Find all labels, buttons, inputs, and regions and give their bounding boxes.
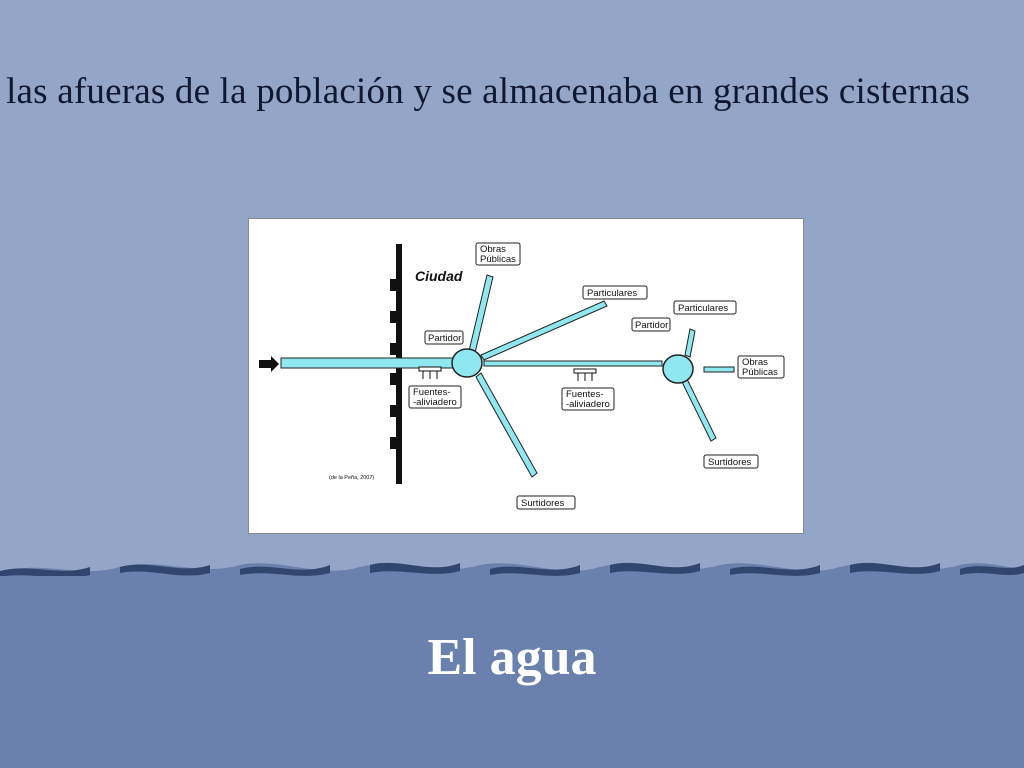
- water-distribution-diagram: Ciudad Obras Públicas Particulares Parti…: [248, 218, 804, 534]
- obras-publicas-top-line1: Obras: [480, 244, 506, 255]
- diagram-citation: (de la Peña, 2007): [329, 475, 374, 481]
- partidor-1-node: [451, 348, 483, 378]
- wall-crenellations: [390, 279, 397, 449]
- pipes: [280, 274, 735, 478]
- obras-publicas-right-line2: Públicas: [742, 367, 778, 378]
- surtidores-1-label: Surtidores: [521, 498, 565, 509]
- fuentes-2-line1: Fuentes-: [566, 389, 604, 400]
- slide-title: El agua: [427, 629, 597, 686]
- obras-publicas-top-line2: Públicas: [480, 254, 516, 265]
- surtidores-2-label: Surtidores: [708, 457, 752, 468]
- particulares-2-label: Particulares: [678, 303, 728, 314]
- fuentes-1-line1: Fuentes-: [413, 387, 451, 398]
- diagram-svg: Ciudad Obras Públicas Particulares Parti…: [259, 242, 785, 510]
- title-band: [0, 576, 1024, 768]
- fuentes-2-line2: -aliviadero: [566, 399, 610, 410]
- fuentes-1-line2: -aliviadero: [413, 397, 457, 408]
- label-boxes: [408, 242, 785, 510]
- slide-body-text: a las afueras de la población y se almac…: [0, 71, 971, 112]
- partidor-2-node: [662, 354, 694, 384]
- fuentes-markers: [418, 366, 597, 381]
- obras-publicas-right-line1: Obras: [742, 357, 768, 368]
- inflow-arrow-icon: [259, 356, 279, 372]
- particulares-1-label: Particulares: [587, 288, 637, 299]
- partidor-2-label: Partidor: [635, 320, 668, 331]
- ciudad-label: Ciudad: [415, 268, 463, 284]
- partidor-1-label: Partidor: [428, 333, 461, 344]
